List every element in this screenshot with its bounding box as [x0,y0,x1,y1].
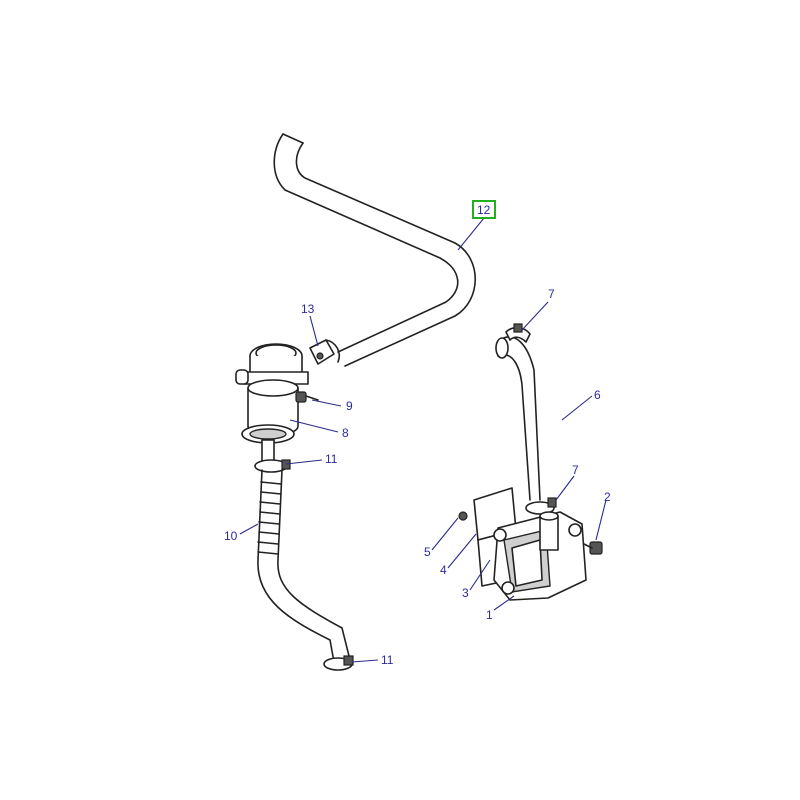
callout-7-upper[interactable]: 7 [548,287,555,301]
hose-clip-13[interactable] [309,339,341,365]
oil-separator-8[interactable] [235,343,309,463]
highlight-box-12 [472,200,496,219]
callout-9[interactable]: 9 [346,399,353,413]
callout-5[interactable]: 5 [424,545,431,559]
callout-labels: 12 13 9 8 11 10 11 7 6 7 2 5 4 3 1 [224,203,611,667]
callout-2[interactable]: 2 [604,490,611,504]
callout-8[interactable]: 8 [342,426,349,440]
bolt-2[interactable] [583,541,603,555]
callout-10[interactable]: 10 [224,529,238,543]
callout-12[interactable]: 12 [477,203,491,217]
hose-clip-7-upper[interactable] [505,323,531,343]
bolt-9[interactable] [295,391,319,403]
valve-body-1[interactable] [493,511,587,601]
screw-5[interactable] [458,511,468,521]
callout-11-upper[interactable]: 11 [325,452,338,466]
callout-4[interactable]: 4 [440,563,447,577]
hose-clip-11-upper[interactable] [254,459,291,473]
callout-13[interactable]: 13 [301,302,315,316]
hose-6[interactable] [495,336,541,501]
callout-11-lower[interactable]: 11 [381,653,394,667]
breather-hose-12[interactable] [273,133,476,367]
drain-hose-10[interactable] [257,469,351,663]
leader-lines [239,217,607,663]
hose-clip-7-lower[interactable] [525,497,557,515]
callout-7-lower[interactable]: 7 [572,463,579,477]
callout-3[interactable]: 3 [462,586,469,600]
callout-6[interactable]: 6 [594,388,601,402]
hose-clip-11-lower[interactable] [323,655,354,671]
callout-1[interactable]: 1 [486,608,493,622]
